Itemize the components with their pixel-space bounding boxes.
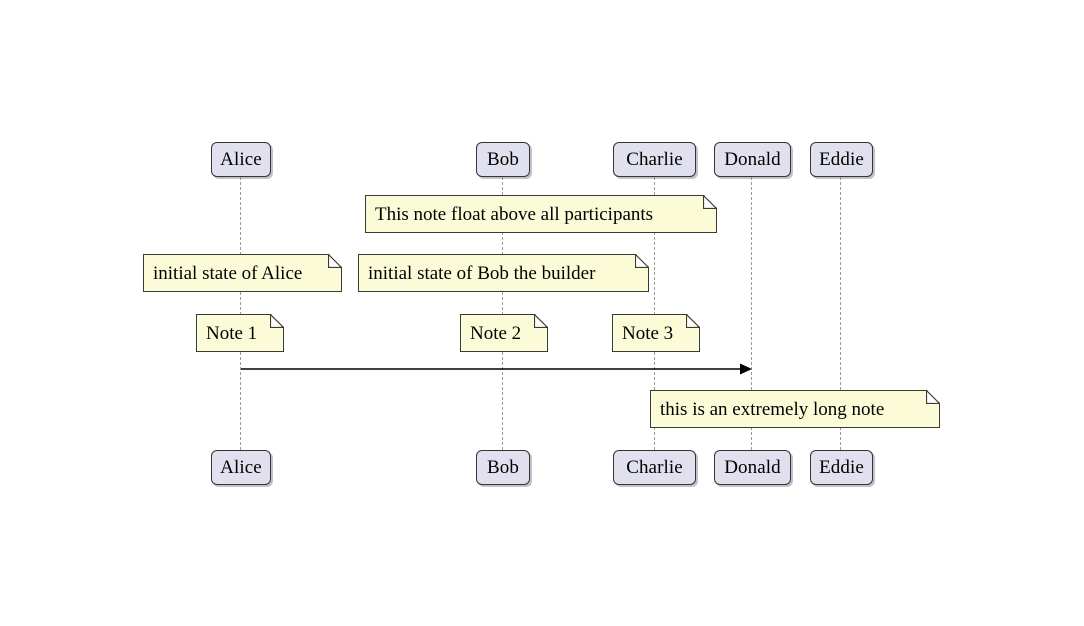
note-text: initial state of Alice	[153, 262, 303, 284]
note-fold-corner-icon	[703, 195, 717, 209]
participant-label: Charlie	[626, 457, 683, 478]
participant-bottom-alice[interactable]: Alice	[211, 450, 271, 485]
note-fold-corner-icon	[686, 314, 700, 328]
note-initial-alice[interactable]: initial state of Alice	[143, 254, 342, 292]
note-long[interactable]: this is an extremely long note	[650, 390, 940, 428]
note-fold-corner-icon	[534, 314, 548, 328]
lifeline-alice	[240, 177, 242, 450]
lifeline-eddie	[840, 177, 842, 450]
participant-label: Charlie	[626, 149, 683, 170]
note-text: This note float above all participants	[375, 203, 654, 225]
participant-label: Donald	[724, 457, 781, 478]
note-2[interactable]: Note 2	[460, 314, 548, 352]
note-text: this is an extremely long note	[660, 398, 885, 420]
lifeline-charlie	[654, 177, 656, 450]
participant-bottom-donald[interactable]: Donald	[714, 450, 791, 485]
message-alice-donald[interactable]	[227, 358, 766, 380]
note-3[interactable]: Note 3	[612, 314, 700, 352]
participant-top-bob[interactable]: Bob	[476, 142, 530, 177]
note-initial-bob[interactable]: initial state of Bob the builder	[358, 254, 649, 292]
participant-bottom-eddie[interactable]: Eddie	[810, 450, 873, 485]
participant-top-donald[interactable]: Donald	[714, 142, 791, 177]
participant-top-charlie[interactable]: Charlie	[613, 142, 696, 177]
arrowhead-icon	[740, 363, 752, 375]
note-fold-corner-icon	[270, 314, 284, 328]
note-over-all[interactable]: This note float above all participants	[365, 195, 717, 233]
note-fold-corner-icon	[635, 254, 649, 268]
participant-top-eddie[interactable]: Eddie	[810, 142, 873, 177]
note-1[interactable]: Note 1	[196, 314, 284, 352]
note-text: initial state of Bob the builder	[368, 262, 596, 284]
participant-bottom-bob[interactable]: Bob	[476, 450, 530, 485]
participant-label: Eddie	[819, 457, 864, 478]
participant-bottom-charlie[interactable]: Charlie	[613, 450, 696, 485]
lifeline-bob	[502, 177, 504, 450]
participant-label: Alice	[220, 457, 262, 478]
note-text: Note 3	[622, 322, 674, 344]
note-fold-corner-icon	[328, 254, 342, 268]
participant-label: Bob	[487, 149, 519, 170]
note-text: Note 1	[206, 322, 258, 344]
participant-label: Bob	[487, 457, 519, 478]
note-fold-corner-icon	[926, 390, 940, 404]
note-text: Note 2	[470, 322, 522, 344]
participant-label: Eddie	[819, 149, 864, 170]
participant-label: Donald	[724, 149, 781, 170]
lifeline-donald	[751, 177, 753, 450]
participant-top-alice[interactable]: Alice	[211, 142, 271, 177]
participant-label: Alice	[220, 149, 262, 170]
